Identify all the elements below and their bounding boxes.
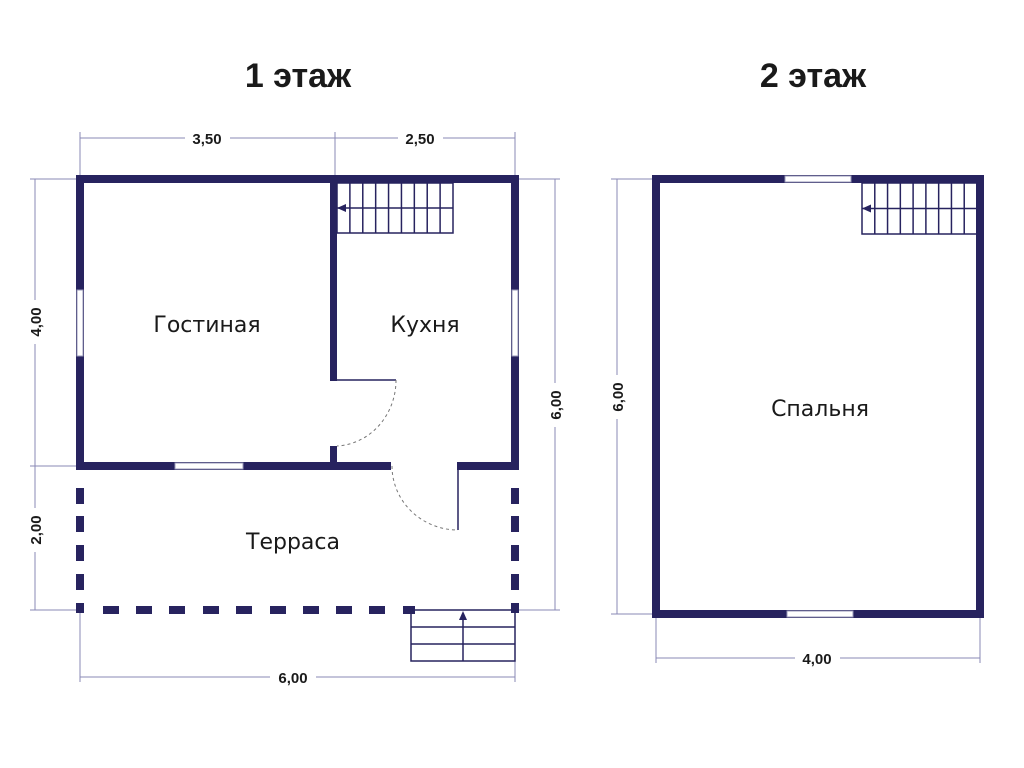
floor1-title: 1 этаж (245, 57, 352, 95)
floor1-dimensions (30, 132, 560, 682)
arrow-up-icon (459, 611, 467, 620)
window-bottom (174, 462, 244, 470)
dim-4-00: 4,00 (802, 651, 831, 668)
room-bedroom: Спальня (771, 397, 869, 422)
floor2-staircase (861, 182, 978, 235)
floor1-staircase (336, 182, 454, 234)
dim-bottom-6-00: 6,00 (278, 670, 307, 687)
room-kitchen: Кухня (390, 313, 459, 338)
dim-2-00: 2,00 (28, 515, 45, 544)
room-living: Гостиная (153, 313, 260, 338)
entrance-steps (410, 609, 516, 662)
floor2-title: 2 этаж (760, 57, 867, 95)
dim-3-50: 3,50 (192, 131, 221, 148)
terrace-railing (76, 488, 519, 614)
dim-4-00: 4,00 (28, 307, 45, 336)
window-top (784, 175, 852, 183)
window-left (76, 289, 84, 357)
dim-2-50: 2,50 (405, 131, 434, 148)
window-right (511, 289, 519, 357)
arrow-left-icon (862, 204, 871, 213)
arrow-left-icon (337, 204, 346, 212)
window-bottom (786, 610, 854, 618)
room-terrace: Терраса (245, 530, 340, 555)
dim-right-6-00: 6,00 (548, 390, 565, 419)
dim-6-00: 6,00 (610, 382, 627, 411)
